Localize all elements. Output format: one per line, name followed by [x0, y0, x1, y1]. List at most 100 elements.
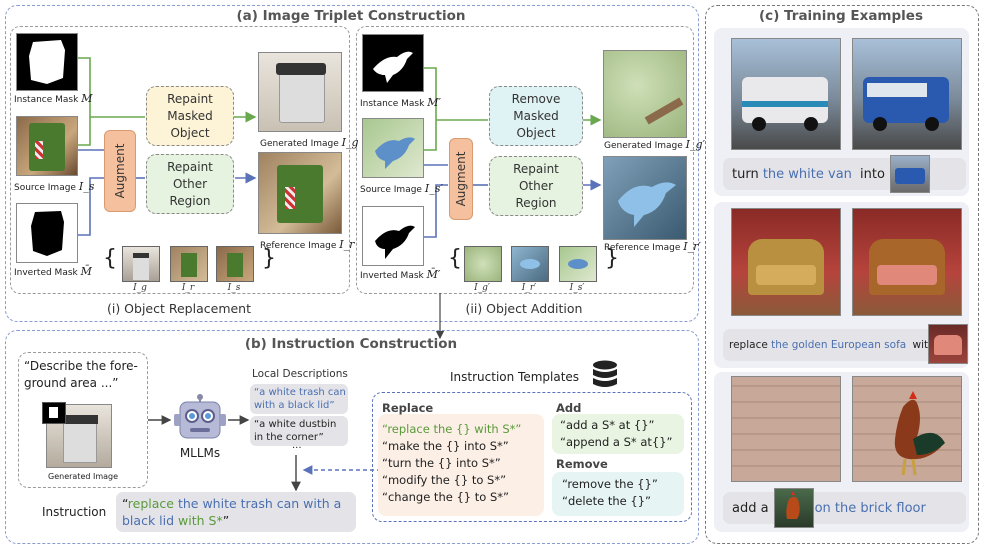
thumb-label-is: I_s	[227, 283, 241, 293]
example-2-source-sofa	[731, 208, 841, 316]
remove-template-2: “delete the {}”	[562, 494, 651, 508]
example-1-object: the white van	[762, 166, 852, 182]
repaint-masked-object-box: Repaint Masked Object	[146, 86, 234, 146]
object-replacement-caption: (i) Object Replacement	[106, 301, 252, 316]
prompt-generated-image	[46, 404, 112, 468]
replace-templates-bg	[378, 414, 544, 516]
example-3-reference-thumb	[774, 488, 814, 528]
instance-mask-bird-image	[362, 34, 424, 92]
remove-templates-bg	[552, 472, 684, 516]
panel-b-title: (b) Instruction Construction	[244, 336, 458, 352]
thumb-label-ig-prime: I_g′	[474, 283, 490, 293]
example-2-reference-thumb	[928, 324, 968, 364]
replace-template-5: “change the {} to S*”	[382, 490, 509, 504]
add-templates-title: Add	[556, 401, 582, 415]
remove-templates-title: Remove	[556, 457, 608, 471]
example-3-result-rooster	[852, 376, 962, 482]
triplet-thumb-is-prime	[559, 246, 597, 282]
replace-template-2: “make the {} into S*”	[382, 439, 509, 453]
thumb-label-is-prime: I_s′	[569, 283, 585, 293]
inverted-mask-bird-label: Inverted Mask M̄′	[360, 268, 441, 281]
local-description-2	[250, 416, 348, 446]
example-2-instruction: replace the golden European sofa with	[723, 329, 966, 361]
object-replacement-subpanel	[10, 26, 350, 294]
instance-mask-bird-label: Instance Mask M′	[360, 96, 441, 109]
add-templates-bg	[552, 414, 684, 454]
mllm-label: MLLMs	[179, 446, 221, 460]
mllm-robot-icon	[174, 394, 226, 442]
thumb-label-ir-prime: I_r′	[521, 283, 537, 293]
example-1-result-van	[852, 38, 962, 150]
example-1-post: into	[855, 166, 885, 182]
example-2-result-sofa	[852, 208, 962, 316]
triplet-thumb-ig-prime	[464, 246, 502, 282]
inverted-mask-bird-image	[362, 206, 424, 266]
source-image-trash	[16, 116, 78, 176]
example-3-instruction: add a on the brick floor	[723, 492, 966, 524]
example-3-object: on the brick floor	[814, 500, 926, 516]
local-description-1	[250, 384, 348, 414]
generated-image-label: Generated Image I_g	[260, 136, 359, 149]
thumb-label-ig: I_g	[133, 283, 147, 293]
instruction-label: Instruction	[42, 505, 107, 519]
templates-box	[372, 392, 692, 522]
replace-template-3: “turn the {} into S*”	[382, 456, 501, 470]
triplet-thumb-is	[216, 246, 254, 282]
generated-image-trash	[258, 52, 342, 132]
example-1-verb: turn	[732, 166, 763, 182]
instruction-text: “replace the white trash can with a blac…	[122, 496, 342, 528]
object-addition-subpanel	[356, 26, 694, 294]
reference-image-bird-label: Reference Image I_r′	[604, 240, 701, 253]
triplet-brace-close-right: }	[605, 246, 619, 271]
triplet-brace-close-left: }	[262, 246, 276, 271]
example-1-source-van	[731, 38, 841, 150]
local-description-1-text: “a white trash can with a black lid”	[254, 387, 346, 411]
generated-image-bird-label: Generated Image I_g′	[604, 138, 706, 151]
replace-template-1: “replace the {} with S*”	[382, 422, 522, 436]
source-image-bird	[362, 118, 424, 178]
reference-image-trash	[258, 152, 342, 234]
replace-templates-title: Replace	[382, 401, 434, 415]
panel-image-triplet	[5, 5, 699, 322]
augment-block-left: Augment	[104, 130, 136, 212]
source-image-bird-label: Source Image I_s′	[360, 182, 443, 195]
thumb-label-ir: I_r	[181, 283, 195, 293]
triplet-brace-open-right: {	[448, 246, 462, 271]
example-3-source-floor	[731, 376, 841, 482]
replace-template-4: “modify the {} to S*”	[382, 473, 507, 487]
inverted-mask-label: Inverted Mask M̄	[14, 265, 92, 278]
panel-instruction-construction	[5, 330, 699, 544]
example-2-object: the golden European sofa	[771, 339, 907, 351]
local-description-more: ...	[292, 440, 302, 451]
triplet-thumb-ir-prime	[511, 246, 549, 282]
instruction-bubble	[116, 492, 356, 532]
add-template-2: “append a S* at{}”	[560, 435, 673, 449]
source-image-label: Source Image I_s	[14, 180, 95, 193]
local-descriptions-title: Local Descriptions	[252, 368, 348, 380]
panel-training-examples	[705, 5, 979, 544]
instruction-templates-title: Instruction Templates	[450, 370, 580, 384]
object-addition-caption: (ii) Object Addition	[465, 301, 583, 316]
instance-mask-image	[16, 33, 78, 91]
inverted-mask-image	[16, 203, 78, 263]
remove-masked-object-box: Remove Masked Object	[489, 86, 583, 146]
prompt-box	[18, 352, 148, 488]
prompt-text: “Describe the fore- ground area ...”	[24, 359, 138, 390]
triplet-brace-open-left: {	[103, 246, 117, 271]
prompt-generated-label: Generated Image	[48, 472, 119, 481]
reference-image-bird	[603, 156, 687, 240]
instance-mask-label: Instance Mask M	[14, 92, 93, 105]
example-3-verb: add a	[732, 500, 769, 516]
add-template-1: “add a S* at {}”	[560, 418, 655, 432]
reference-image-label: Reference Image I_r	[260, 238, 355, 251]
panel-c-title: (c) Training Examples	[759, 8, 923, 24]
triplet-thumb-ig	[122, 246, 160, 282]
prompt-mask-inset	[42, 402, 66, 424]
augment-block-right: Augment	[449, 138, 473, 220]
repaint-other-region-box-left: Repaint Other Region	[146, 154, 234, 214]
example-2-verb: replace	[729, 339, 772, 351]
panel-a-title: (a) Image Triplet Construction	[236, 8, 466, 24]
example-1-reference-thumb	[890, 155, 930, 193]
local-description-2-text: “a white dustbin in the corner”	[254, 419, 337, 443]
repaint-other-region-box-right: Repaint Other Region	[489, 156, 583, 216]
